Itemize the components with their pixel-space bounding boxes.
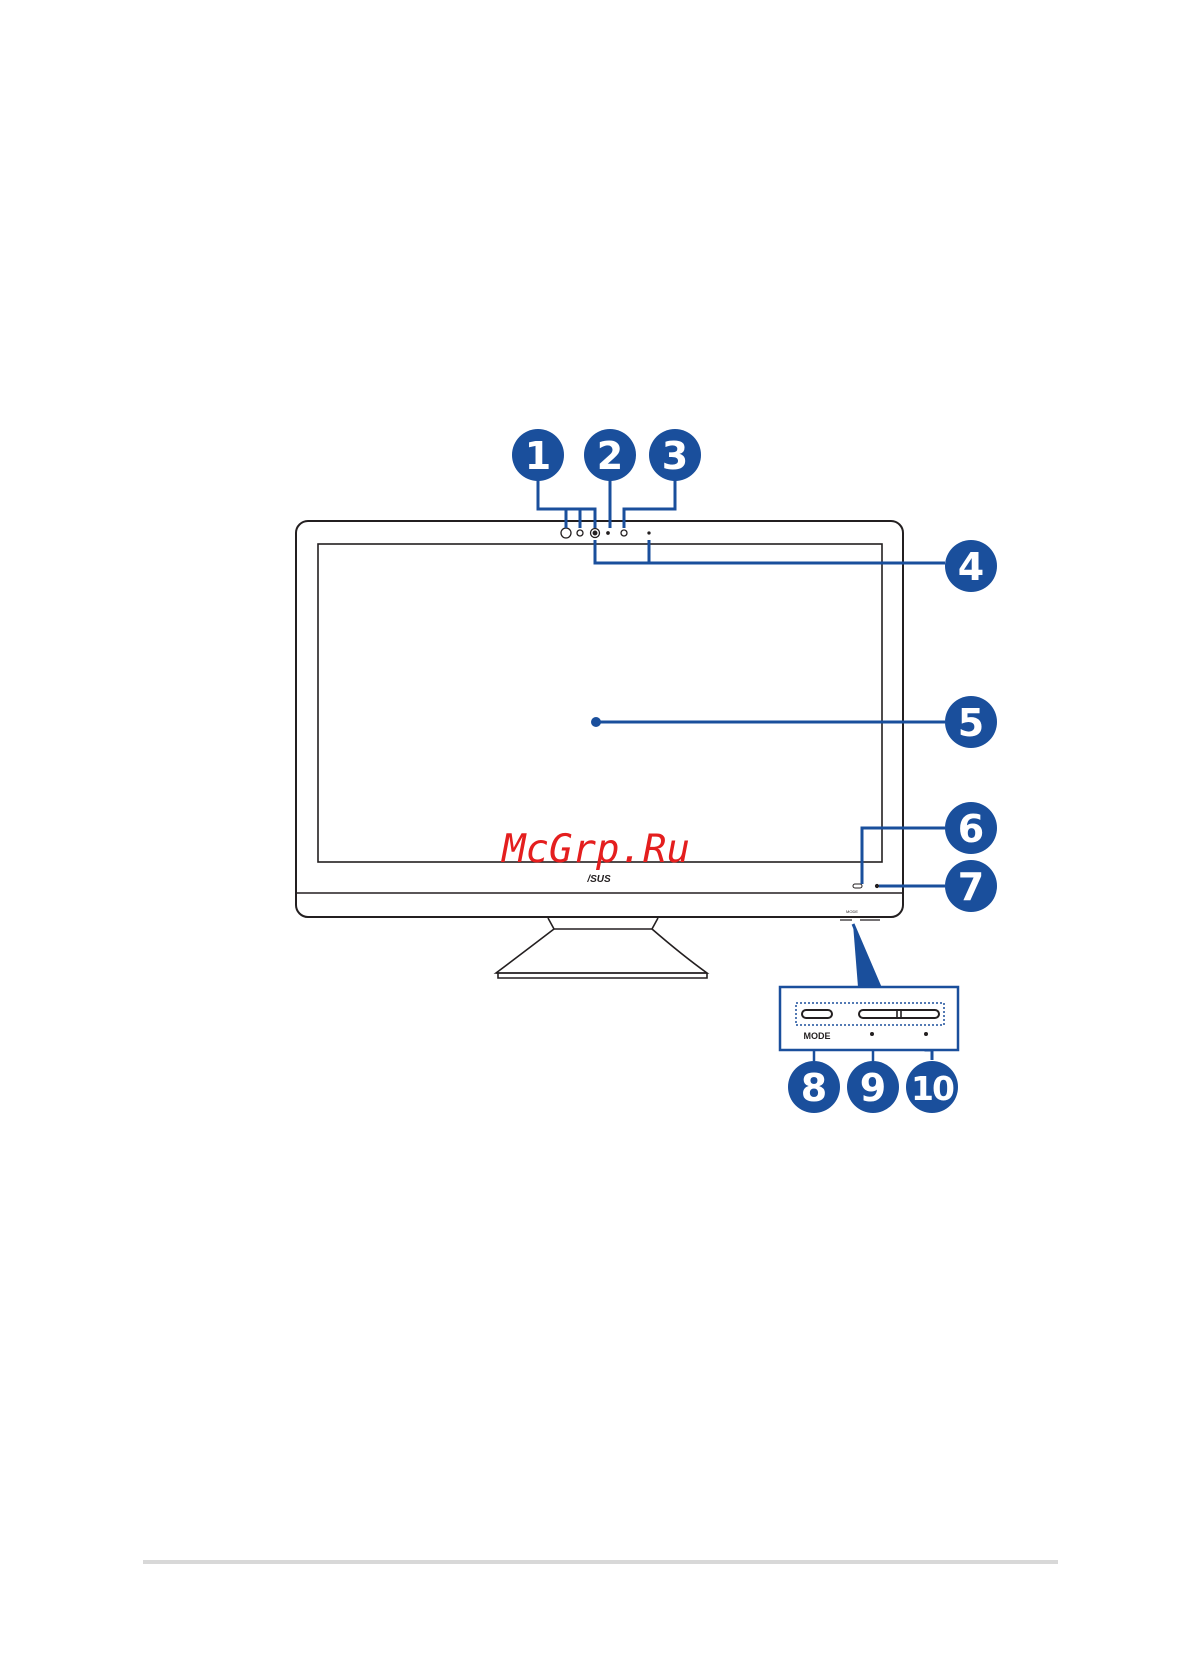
- callout-6-number: 6: [958, 807, 984, 851]
- brightness-down-dot-icon: [870, 1032, 874, 1036]
- brand-logo: /SUS: [586, 874, 611, 885]
- callout-9-number: 9: [860, 1066, 886, 1110]
- callout-5: 5: [945, 696, 997, 748]
- mode-button-label: MODE: [804, 1031, 831, 1041]
- callout-4-number: 4: [958, 545, 984, 589]
- inset-leaders: [814, 1050, 873, 1061]
- display-panel-marker-icon: [591, 717, 601, 727]
- callout-9: 9: [847, 1061, 899, 1113]
- callout-8: 8: [788, 1061, 840, 1113]
- callout-8-number: 8: [801, 1066, 827, 1110]
- footer-rule: [143, 1560, 1058, 1564]
- callout-4: 4: [945, 540, 997, 592]
- monitor-stand: [496, 918, 707, 978]
- microphone-icon: [648, 532, 650, 534]
- stand-neck: [548, 918, 658, 929]
- callout-10-number: 10: [911, 1069, 954, 1108]
- chin-buttons: [853, 884, 879, 888]
- callout-7: 7: [945, 860, 997, 912]
- webcam-lens-icon: [593, 531, 597, 535]
- callout-5-number: 5: [958, 701, 984, 745]
- light-sensor-icon: [621, 530, 627, 536]
- stand-base: [496, 929, 707, 973]
- tiny-mode-label: MODE: [846, 909, 858, 914]
- callout-3-number: 3: [662, 434, 688, 478]
- power-indicator-icon: [875, 884, 878, 887]
- callout-2-number: 2: [597, 434, 623, 478]
- 3d-camera-sensor-icon: [561, 528, 571, 538]
- brightness-up-dot-icon: [924, 1032, 928, 1036]
- watermark-text: McGrp.Ru: [500, 827, 690, 872]
- callout-1: 1: [512, 429, 564, 481]
- power-button: [853, 884, 862, 888]
- camera-cluster: [561, 528, 650, 538]
- callout-3: 3: [649, 429, 701, 481]
- button-panel-inset: MODE: [780, 987, 958, 1050]
- callout-10: 10: [906, 1061, 958, 1113]
- callout-6: 6: [945, 802, 997, 854]
- display-panel: [318, 544, 882, 862]
- callout-7-number: 7: [958, 865, 984, 909]
- callout-1-number: 1: [525, 434, 551, 478]
- ir-sensor-icon: [577, 530, 583, 536]
- camera-indicator-icon: [607, 532, 609, 534]
- callout-2: 2: [584, 429, 636, 481]
